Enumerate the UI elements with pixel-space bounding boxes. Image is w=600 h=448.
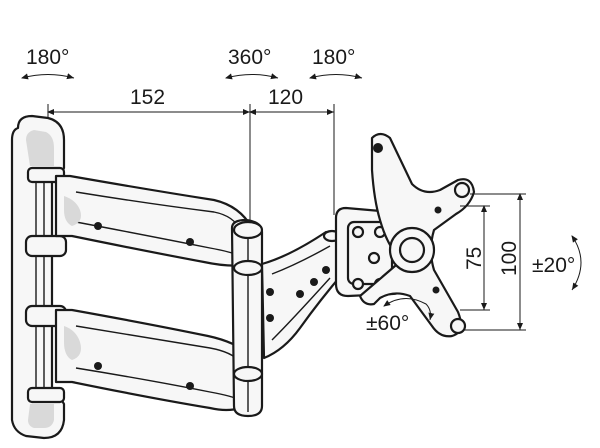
rotation-label-180-left: 180° <box>21 46 75 80</box>
dimension-152: 152 <box>47 86 250 122</box>
wall-plate <box>10 114 68 440</box>
rotation-label: ±60° <box>366 298 435 335</box>
elbow-joint <box>230 218 264 418</box>
rotation-label-360-mid: 360° <box>225 46 279 80</box>
svg-text:180°: 180° <box>312 46 355 69</box>
vesa-plate <box>358 132 476 338</box>
svg-text:±20°: ±20° <box>532 254 575 277</box>
svg-text:180°: 180° <box>26 46 69 69</box>
dimension-75: 75 <box>460 205 490 311</box>
dimension-120: 120 <box>249 86 335 235</box>
second-arm <box>260 229 346 360</box>
tilt-label: ±20° <box>532 235 582 291</box>
svg-text:120: 120 <box>268 86 303 109</box>
svg-text:±60°: ±60° <box>366 312 409 335</box>
upper-arm <box>54 174 254 267</box>
lower-arm <box>54 308 254 412</box>
svg-text:152: 152 <box>130 86 165 109</box>
svg-text:75: 75 <box>463 247 486 270</box>
rotation-label-180-right: 180° <box>309 46 363 80</box>
svg-text:360°: 360° <box>228 46 271 69</box>
dimension-100: 100 <box>464 193 526 331</box>
svg-text:100: 100 <box>498 241 521 276</box>
